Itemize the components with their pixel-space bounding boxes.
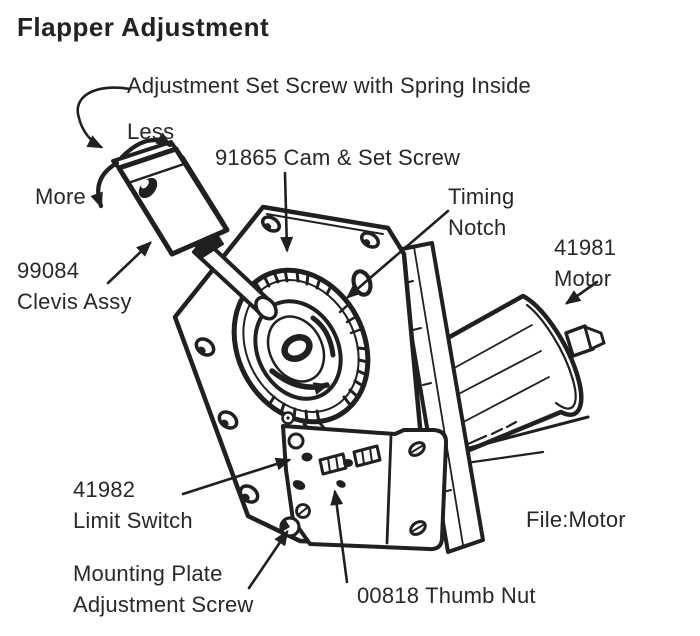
clevis-shape <box>111 140 278 321</box>
leader-timing-notch <box>346 209 450 299</box>
leader-mounting-screw <box>247 529 289 590</box>
cam-knurl-ticks <box>253 268 370 424</box>
leader-thumb-nut <box>330 489 349 584</box>
leader-motor <box>564 280 599 305</box>
leader-limit-switch <box>181 457 292 496</box>
label-cam-set-screw: 91865 Cam & Set Screw <box>215 145 461 170</box>
label-clevis-assy: 99084 Clevis Assy <box>17 258 132 314</box>
motor-shape <box>426 293 606 467</box>
leader-adjustment-set-screw <box>76 86 132 149</box>
leader-lines <box>76 86 599 590</box>
timing-notch-shape <box>338 302 364 335</box>
cam-hub <box>281 334 313 362</box>
label-thumb-nut: 00818 Thumb Nut <box>357 583 536 608</box>
limit-switch-shape <box>279 419 449 552</box>
label-limit-switch: 41982 Limit Switch <box>73 477 193 533</box>
label-adjustment-set-screw: Adjustment Set Screw with Spring Inside <box>127 73 531 98</box>
more-rotation-arrow <box>90 160 120 209</box>
label-more: More <box>35 184 86 209</box>
leader-clevis <box>106 241 152 285</box>
cam-rotation-arrow <box>269 368 330 395</box>
motor-shaft-tip <box>583 325 606 351</box>
label-file-motor: File:Motor <box>526 507 626 532</box>
label-motor: 41981 Motor <box>554 235 617 291</box>
label-mounting-plate-adjustment-screw: Mounting Plate Adjustment Screw <box>73 561 254 617</box>
less-rotation-arrow <box>119 132 173 160</box>
leader-cam-set-screw <box>280 171 294 253</box>
label-timing-notch: Timing Notch <box>448 184 515 240</box>
label-less: Less <box>127 119 175 144</box>
motor-vent-dashes <box>456 420 518 454</box>
page-title: Flapper Adjustment <box>17 12 270 42</box>
motor-support-edge <box>444 415 590 456</box>
